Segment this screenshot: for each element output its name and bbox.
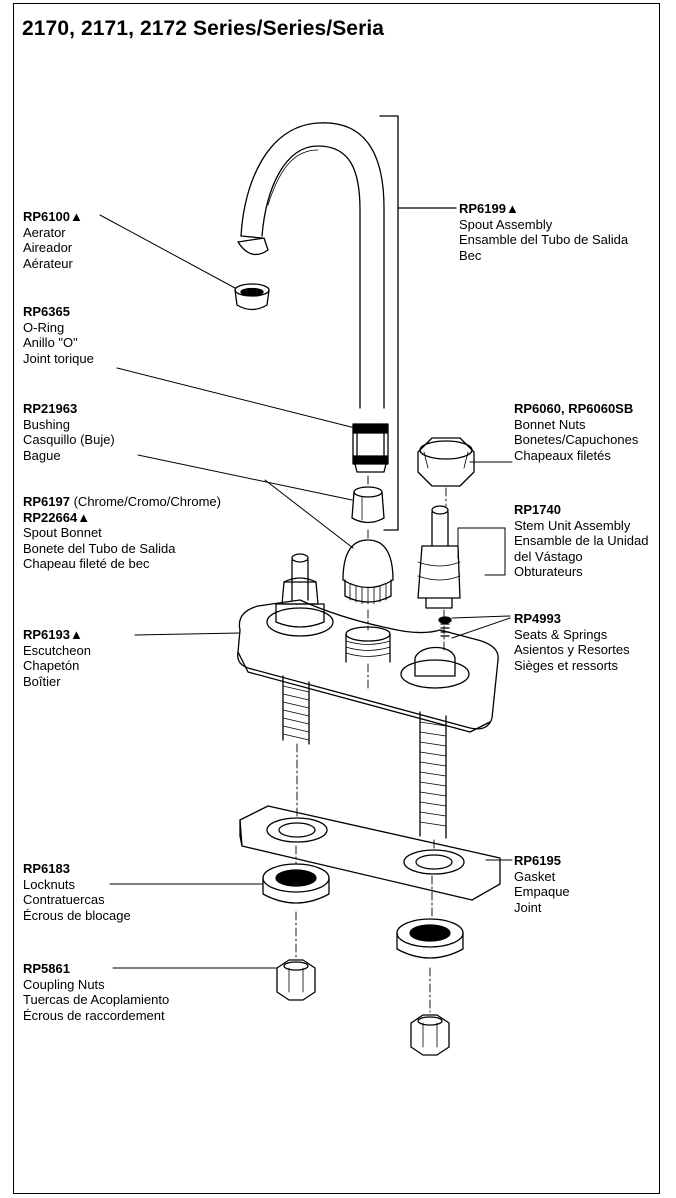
part-code: RP6193▲ <box>23 627 83 642</box>
seats-springs-drawing <box>438 616 452 637</box>
stem-unit-drawing <box>417 505 461 609</box>
leader-lines <box>99 214 513 969</box>
label-locknuts: RP6183 Locknuts Contratuercas Écrous de … <box>23 861 131 923</box>
spout-bracket-line <box>379 115 399 531</box>
page-title: 2170, 2171, 2172 Series/Series/Seria <box>22 17 385 40</box>
center-threads-drawing <box>345 626 391 663</box>
gasket-drawing <box>239 805 501 901</box>
shank-threads-drawing <box>282 675 447 839</box>
label-seats-springs: RP4993 Seats & Springs Asientos y Resort… <box>514 611 630 673</box>
escutcheon-drawing <box>237 599 499 733</box>
label-bushing: RP21963 Bushing Casquillo (Buje) Bague <box>23 401 115 463</box>
part-code: RP1740 <box>514 502 561 517</box>
label-gasket: RP6195 Gasket Empaque Joint <box>514 853 570 915</box>
part-code: RP4993 <box>514 611 561 626</box>
part-code: RP6100▲ <box>23 209 83 224</box>
part-code: RP6197 <box>23 494 70 509</box>
spout-assembly-drawing <box>237 122 389 473</box>
label-bonnet-nuts: RP6060, RP6060SB Bonnet Nuts Bonetes/Cap… <box>514 401 639 463</box>
locknut-left-drawing <box>262 863 330 904</box>
part-code: RP5861 <box>23 961 70 976</box>
part-code: RP6199▲ <box>459 201 519 216</box>
coupling-nut-right-drawing <box>410 1014 450 1056</box>
bonnet-nut-drawing <box>417 437 475 487</box>
bushing-drawing <box>351 486 385 524</box>
center-lines <box>295 475 447 1013</box>
part-code-2: RP22664▲ <box>23 509 91 525</box>
page-frame <box>13 3 660 1194</box>
label-spout-assembly: RP6199▲ Spout Assembly Ensamble del Tubo… <box>459 201 629 263</box>
locknut-right-drawing <box>396 918 464 959</box>
part-code: RP6060, RP6060SB <box>514 401 634 416</box>
label-coupling-nuts: RP5861 Coupling Nuts Tuercas de Acoplami… <box>23 961 170 1023</box>
spout-bonnet-drawing <box>342 539 394 605</box>
label-stem-unit: RP1740 Stem Unit Assembly Ensamble de la… <box>514 502 649 579</box>
left-valve-drawing <box>275 553 325 628</box>
label-aerator: RP6100▲ Aerator Aireador Aérateur <box>23 209 83 271</box>
label-spout-bonnet: RP6197 (Chrome/Cromo/Chrome) RP22664▲ Sp… <box>23 494 221 571</box>
aerator-drawing <box>234 283 270 311</box>
label-oring: RP6365 O-Ring Anillo "O" Joint torique <box>23 304 94 366</box>
part-code: RP6365 <box>23 304 70 319</box>
coupling-nut-left-drawing <box>276 959 316 1001</box>
part-code: RP6195 <box>514 853 561 868</box>
part-code: RP21963 <box>23 401 78 416</box>
part-code: RP6183 <box>23 861 70 876</box>
label-escutcheon: RP6193▲ Escutcheon Chapetón Boîtier <box>23 627 91 689</box>
